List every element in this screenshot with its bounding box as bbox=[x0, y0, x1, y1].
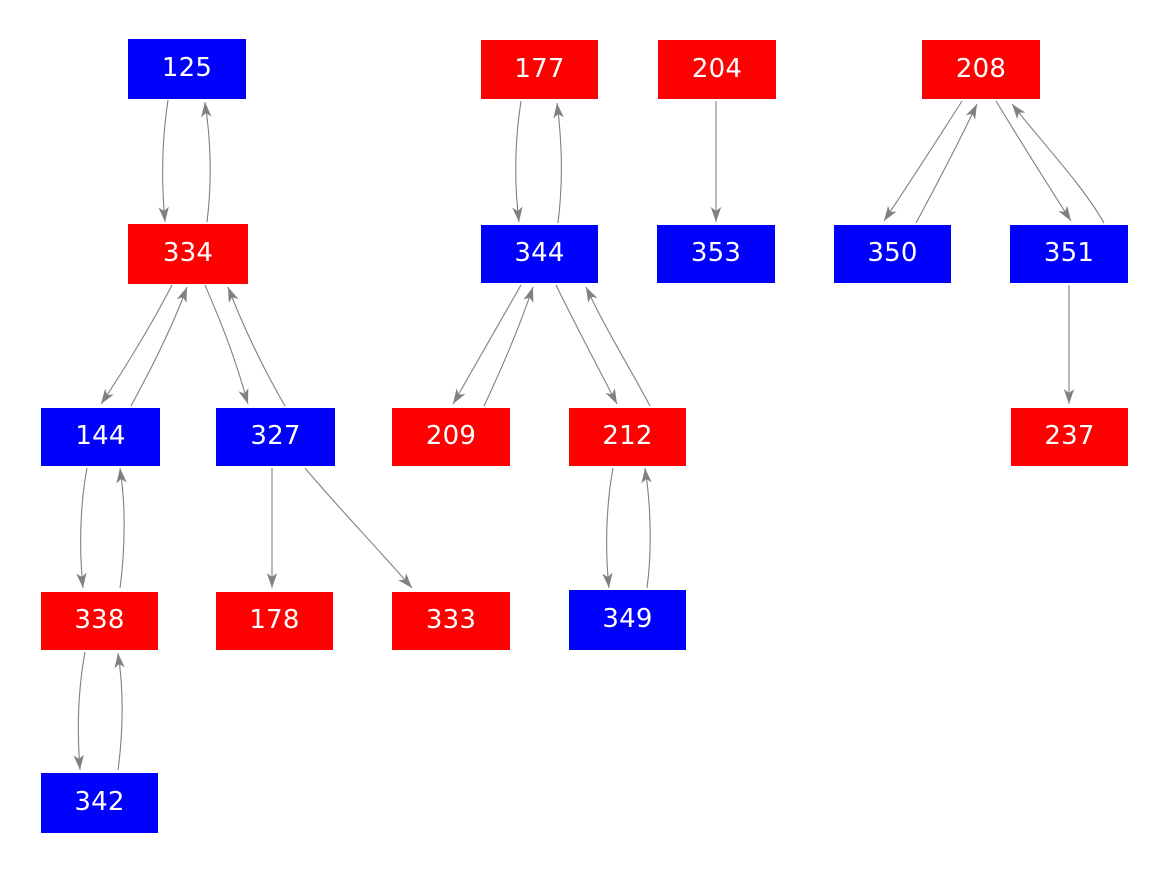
graph-edge bbox=[304, 467, 413, 589]
graph-node-338[interactable]: 338 bbox=[41, 592, 158, 650]
graph-edge bbox=[452, 284, 522, 405]
graph-node-350[interactable]: 350 bbox=[834, 225, 951, 283]
graph-node-208[interactable]: 208 bbox=[922, 40, 1040, 99]
edge-arrowhead bbox=[586, 287, 598, 303]
graph-node-342[interactable]: 342 bbox=[41, 773, 158, 833]
edge-arrowhead bbox=[602, 572, 613, 588]
graph-node-label: 333 bbox=[425, 605, 477, 635]
graph-edge bbox=[641, 467, 652, 589]
edge-arrowhead bbox=[965, 104, 977, 120]
graph-node-209[interactable]: 209 bbox=[392, 408, 510, 466]
graph-edge bbox=[585, 286, 651, 407]
graph-node-label: 353 bbox=[690, 238, 742, 268]
edge-arrowhead bbox=[605, 388, 617, 404]
edge-arrowhead bbox=[1058, 205, 1071, 221]
graph-edge bbox=[201, 101, 212, 223]
edge-arrowhead bbox=[884, 205, 897, 221]
graph-node-label: 342 bbox=[74, 787, 125, 817]
graph-node-label: 334 bbox=[162, 238, 214, 268]
graph-edge bbox=[100, 284, 173, 405]
edge-arrowhead bbox=[101, 388, 114, 404]
graph-node-label: 125 bbox=[161, 53, 213, 83]
edge-arrowhead bbox=[176, 287, 187, 303]
graph-node-353[interactable]: 353 bbox=[657, 225, 775, 283]
graph-node-334[interactable]: 334 bbox=[128, 224, 248, 284]
edge-arrowhead bbox=[398, 573, 412, 588]
graph-edge bbox=[883, 100, 963, 222]
edge-arrowhead bbox=[73, 754, 84, 770]
edge-arrowhead bbox=[553, 103, 564, 119]
edge-arrowhead bbox=[76, 572, 87, 588]
graph-node-label: 178 bbox=[249, 605, 300, 635]
graph-node-label: 344 bbox=[514, 238, 565, 268]
graph-edge bbox=[1011, 103, 1105, 224]
graph-node-label: 212 bbox=[602, 421, 653, 451]
edge-arrowhead bbox=[238, 388, 249, 404]
graph-node-label: 204 bbox=[691, 53, 743, 84]
edge-arrowhead bbox=[453, 388, 466, 404]
graph-node-212[interactable]: 212 bbox=[569, 408, 686, 466]
graph-node-label: 209 bbox=[425, 421, 477, 451]
graph-edge bbox=[915, 103, 978, 224]
graph-edge bbox=[130, 286, 188, 407]
edge-arrowhead bbox=[228, 287, 239, 303]
graph-edge bbox=[76, 467, 88, 589]
edge-arrowhead bbox=[266, 573, 278, 588]
graph-node-177[interactable]: 177 bbox=[481, 40, 598, 99]
graph-node-label: 327 bbox=[250, 421, 301, 451]
graph-edge bbox=[73, 651, 86, 771]
edge-arrowhead bbox=[116, 468, 127, 484]
graph-edge bbox=[266, 468, 278, 588]
graph-node-178[interactable]: 178 bbox=[216, 592, 333, 650]
graph-node-349[interactable]: 349 bbox=[569, 590, 686, 650]
edge-arrowhead bbox=[158, 206, 169, 222]
graph-node-label: 351 bbox=[1043, 238, 1095, 268]
edge-arrowhead bbox=[1063, 389, 1075, 404]
graph-node-351[interactable]: 351 bbox=[1010, 225, 1128, 283]
graph-edge bbox=[553, 102, 564, 224]
graph-node-label: 208 bbox=[955, 53, 1007, 84]
graph-node-144[interactable]: 144 bbox=[41, 408, 160, 466]
graph-edge bbox=[602, 467, 614, 589]
graph-node-label: 237 bbox=[1044, 421, 1095, 451]
edge-arrowhead bbox=[710, 207, 722, 222]
graph-edge bbox=[204, 284, 249, 405]
graph-edge bbox=[555, 284, 618, 405]
graph-edge bbox=[114, 652, 125, 771]
graph-node-125[interactable]: 125 bbox=[128, 39, 246, 99]
graph-node-344[interactable]: 344 bbox=[481, 225, 598, 283]
graph-edge bbox=[116, 467, 127, 589]
graph-edge bbox=[483, 286, 534, 407]
edge-arrowhead bbox=[201, 102, 212, 118]
graph-edge bbox=[227, 286, 286, 407]
graph-node-333[interactable]: 333 bbox=[392, 592, 510, 650]
edge-arrowhead bbox=[114, 653, 125, 669]
graph-edge bbox=[995, 100, 1072, 222]
edge-arrowhead bbox=[512, 206, 523, 222]
edge-arrowhead bbox=[1012, 104, 1026, 120]
edge-arrowhead bbox=[523, 287, 534, 303]
graph-node-label: 350 bbox=[867, 238, 918, 268]
graph-node-204[interactable]: 204 bbox=[658, 40, 776, 99]
graph-node-label: 144 bbox=[75, 421, 126, 451]
edge-arrowhead bbox=[641, 468, 652, 484]
graph-node-label: 177 bbox=[514, 53, 565, 84]
graph-node-327[interactable]: 327 bbox=[216, 408, 335, 466]
graph-node-label: 349 bbox=[602, 604, 653, 634]
graph-node-237[interactable]: 237 bbox=[1011, 408, 1128, 466]
graph-edge bbox=[1063, 285, 1075, 404]
graph-edge bbox=[710, 101, 722, 222]
graph-node-label: 338 bbox=[74, 605, 125, 635]
graph-edge bbox=[158, 99, 169, 223]
graph-edge bbox=[512, 100, 523, 223]
